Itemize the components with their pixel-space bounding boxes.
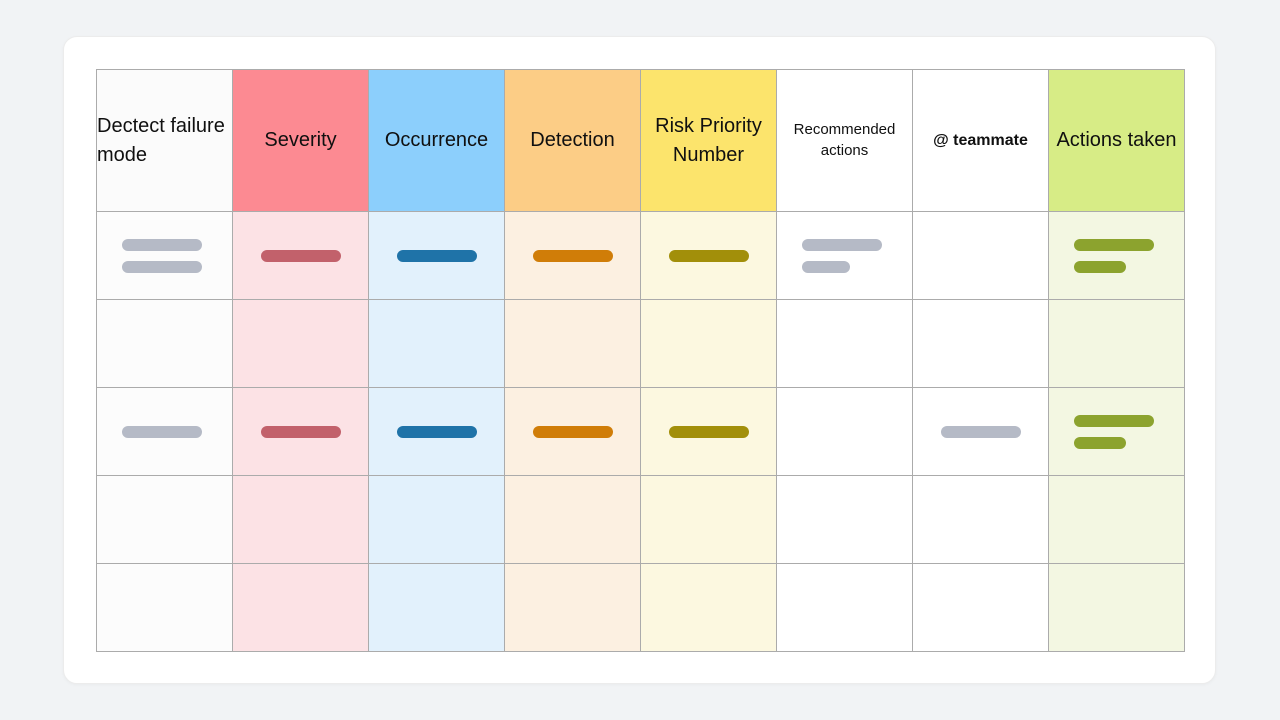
column-header-label: Recommended actions <box>793 121 896 159</box>
cell-actions-taken[interactable] <box>1048 475 1185 564</box>
cell-failure-mode[interactable] <box>96 387 233 476</box>
cell-actions-taken[interactable] <box>1048 299 1185 388</box>
blue-placeholder-pill <box>396 249 477 262</box>
table-row <box>96 299 1185 388</box>
gray-placeholder-pill <box>122 425 202 438</box>
column-header-risk-priority-number: Risk Priority Number <box>640 69 777 212</box>
placeholder-pills <box>97 238 232 273</box>
placeholder-pills <box>1049 414 1184 449</box>
olive-placeholder-pill <box>668 425 749 438</box>
cell-failure-mode[interactable] <box>96 299 233 388</box>
green-placeholder-pill <box>1074 436 1126 449</box>
cell-actions-taken[interactable] <box>1048 387 1185 476</box>
cell-teammate[interactable] <box>912 211 1049 300</box>
table-row <box>96 387 1185 476</box>
column-header-detection: Detection <box>504 69 641 212</box>
column-header-label: Occurrence <box>384 129 489 151</box>
cell-severity[interactable] <box>232 299 369 388</box>
green-placeholder-pill <box>1074 414 1154 427</box>
orange-placeholder-pill <box>532 249 613 262</box>
cell-detection[interactable] <box>504 299 641 388</box>
olive-placeholder-pill <box>668 249 749 262</box>
cell-detection[interactable] <box>504 211 641 300</box>
cell-failure-mode[interactable] <box>96 475 233 564</box>
column-header-recommended-actions: Recommended actions <box>776 69 913 212</box>
column-header-label: Actions taken <box>1056 129 1177 151</box>
cell-occurrence[interactable] <box>368 563 505 652</box>
placeholder-pills <box>233 249 368 262</box>
header-row: Dectect failure mode Severity Occurrence De… <box>96 69 1185 212</box>
table-row <box>96 211 1185 300</box>
cell-severity[interactable] <box>232 563 369 652</box>
column-header-actions-taken: Actions taken <box>1048 69 1185 212</box>
cell-actions-taken[interactable] <box>1048 211 1185 300</box>
cell-teammate[interactable] <box>912 475 1049 564</box>
cell-recommended-actions[interactable] <box>776 211 913 300</box>
column-header-severity: Severity <box>232 69 369 212</box>
column-header-label: Severity <box>264 129 337 151</box>
column-header-teammate: @ teammate <box>912 69 1049 212</box>
cell-actions-taken[interactable] <box>1048 563 1185 652</box>
placeholder-pills <box>913 425 1048 438</box>
gray-placeholder-pill <box>802 238 882 251</box>
cell-teammate[interactable] <box>912 299 1049 388</box>
cell-risk-priority-number[interactable] <box>640 563 777 652</box>
cell-teammate[interactable] <box>912 563 1049 652</box>
cell-detection[interactable] <box>504 563 641 652</box>
cell-severity[interactable] <box>232 475 369 564</box>
column-header-label: Risk Priority Number <box>655 114 762 166</box>
cell-risk-priority-number[interactable] <box>640 299 777 388</box>
cell-failure-mode[interactable] <box>96 211 233 300</box>
table-row <box>96 475 1185 564</box>
orange-placeholder-pill <box>532 425 613 438</box>
blue-placeholder-pill <box>396 425 477 438</box>
red-placeholder-pill <box>260 425 341 438</box>
cell-severity[interactable] <box>232 387 369 476</box>
cell-detection[interactable] <box>504 387 641 476</box>
green-placeholder-pill <box>1074 260 1126 273</box>
gray-placeholder-pill <box>802 260 850 273</box>
cell-occurrence[interactable] <box>368 299 505 388</box>
column-header-label: @ teammate <box>933 131 1028 149</box>
placeholder-pills <box>641 249 776 262</box>
cell-risk-priority-number[interactable] <box>640 387 777 476</box>
gray-placeholder-pill <box>122 260 202 273</box>
placeholder-pills <box>233 425 368 438</box>
placeholder-pills <box>505 249 640 262</box>
cell-severity[interactable] <box>232 211 369 300</box>
red-placeholder-pill <box>260 249 341 262</box>
placeholder-pills <box>777 238 912 273</box>
gray-placeholder-pill <box>122 238 202 251</box>
cell-recommended-actions[interactable] <box>776 299 913 388</box>
cell-occurrence[interactable] <box>368 211 505 300</box>
placeholder-pills <box>505 425 640 438</box>
cell-detection[interactable] <box>504 475 641 564</box>
placeholder-pills <box>369 249 504 262</box>
placeholder-pills <box>1049 238 1184 273</box>
cell-occurrence[interactable] <box>368 475 505 564</box>
cell-risk-priority-number[interactable] <box>640 211 777 300</box>
cell-recommended-actions[interactable] <box>776 475 913 564</box>
placeholder-pills <box>97 425 232 438</box>
placeholder-pills <box>369 425 504 438</box>
cell-occurrence[interactable] <box>368 387 505 476</box>
column-header-failure-mode: Dectect failure mode <box>96 69 233 212</box>
cell-risk-priority-number[interactable] <box>640 475 777 564</box>
fmea-table: Dectect failure mode Severity Occurrence De… <box>96 69 1185 652</box>
cell-failure-mode[interactable] <box>96 563 233 652</box>
column-header-label: Detection <box>530 129 615 151</box>
column-header-label: Dectect failure mode <box>97 114 225 166</box>
cell-recommended-actions[interactable] <box>776 387 913 476</box>
placeholder-pills <box>641 425 776 438</box>
table-row <box>96 563 1185 652</box>
column-header-occurrence: Occurrence <box>368 69 505 212</box>
green-placeholder-pill <box>1074 238 1154 251</box>
gray-placeholder-pill <box>940 425 1021 438</box>
cell-recommended-actions[interactable] <box>776 563 913 652</box>
cell-teammate[interactable] <box>912 387 1049 476</box>
template-card: Dectect failure mode Severity Occurrence De… <box>63 36 1216 684</box>
